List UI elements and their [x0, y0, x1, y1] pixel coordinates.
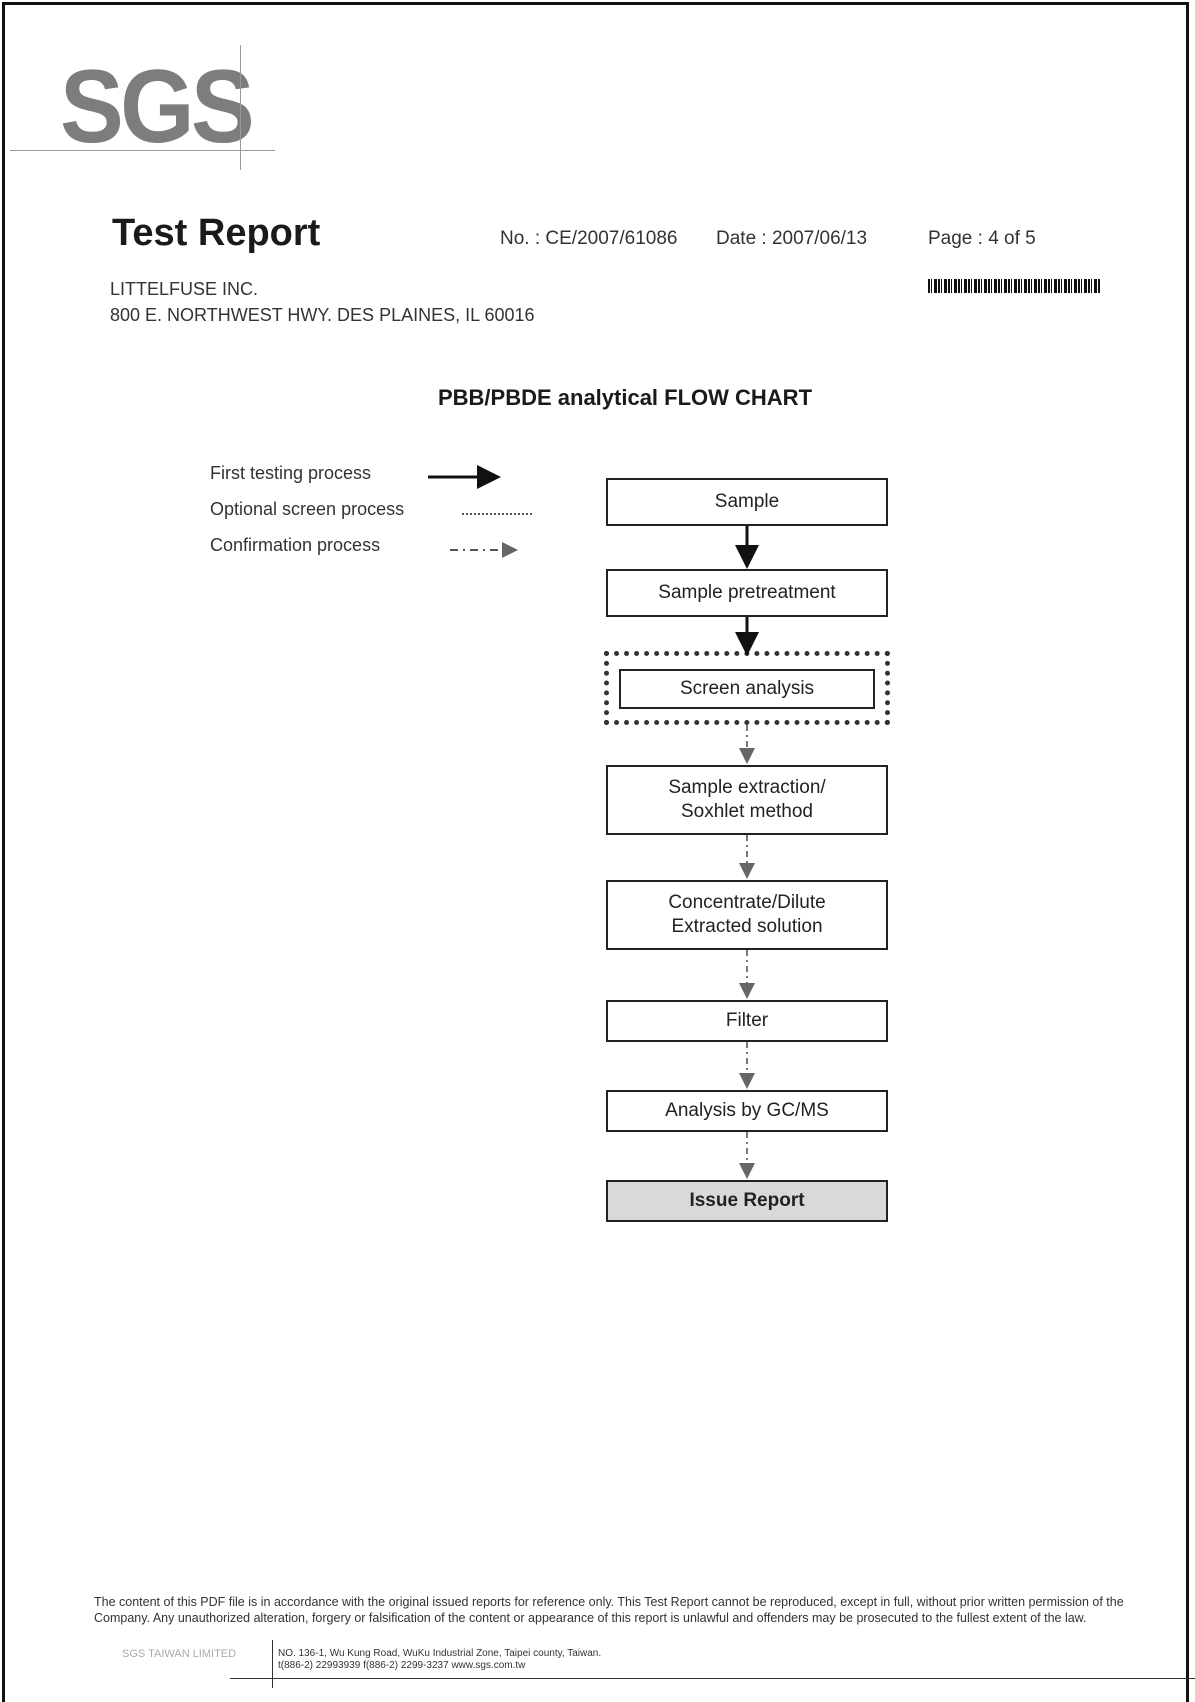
- footer-divider-vertical: [272, 1640, 273, 1688]
- page-indicator: Page : 4 of 5: [928, 228, 1036, 249]
- report-title: Test Report: [112, 212, 321, 254]
- logo-rule-horizontal: [10, 150, 275, 151]
- client-name: LITTELFUSE INC.: [110, 279, 259, 299]
- footer-address-line2: t(886-2) 22993939 f(886-2) 2299-3237 www…: [278, 1660, 526, 1671]
- footer-address-line1: NO. 136-1, Wu Kung Road, WuKu Industrial…: [278, 1648, 602, 1659]
- flow-step-screen-analysis: Screen analysis: [619, 669, 875, 709]
- legal-disclaimer: The content of this PDF file is in accor…: [94, 1595, 1124, 1625]
- client-block: LITTELFUSE INC. 800 E. NORTHWEST HWY. DE…: [110, 276, 535, 328]
- flow-step-concentrate: Concentrate/Dilute Extracted solution: [606, 880, 888, 950]
- legend-label-first-testing: First testing process: [210, 463, 372, 483]
- flowchart-title: PBB/PBDE analytical FLOW CHART: [437, 385, 813, 410]
- report-number: No. : CE/2007/61086: [500, 228, 678, 249]
- flow-step-issue-report: Issue Report: [606, 1180, 888, 1222]
- flow-step-pretreatment: Sample pretreatment: [606, 569, 888, 617]
- flow-step-extraction: Sample extraction/ Soxhlet method: [606, 765, 888, 835]
- flow-step-sample: Sample: [606, 478, 888, 526]
- client-address: 800 E. NORTHWEST HWY. DES PLAINES, IL 60…: [110, 305, 535, 325]
- flow-step-filter: Filter: [606, 1000, 888, 1042]
- legend-label-optional-screen: Optional screen process: [210, 499, 405, 519]
- legend-label-confirmation: Confirmation process: [210, 535, 381, 555]
- footer-divider-horizontal: [230, 1678, 1195, 1679]
- flow-step-gcms: Analysis by GC/MS: [606, 1090, 888, 1132]
- barcode-icon: [928, 279, 1100, 293]
- sgs-logo: SGS: [60, 49, 255, 165]
- logo-rule-vertical: [240, 45, 241, 170]
- footer-address: NO. 136-1, Wu Kung Road, WuKu Industrial…: [278, 1648, 601, 1672]
- report-date: Date : 2007/06/13: [716, 228, 868, 249]
- footer-company: SGS TAIWAN LIMITED: [122, 1648, 237, 1660]
